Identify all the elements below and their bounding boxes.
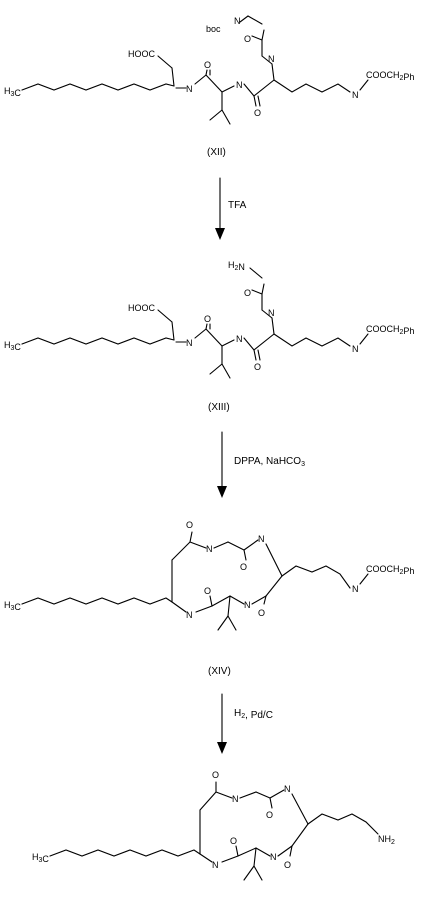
compound-xii-n2-label: N [236, 80, 243, 90]
compound-xiii-nlys-label: N [352, 344, 359, 354]
compound-xii-nlys-label: N [352, 90, 359, 100]
compound-xiii-bonds [21, 267, 369, 379]
compound-xiv-n1-label: N [206, 544, 213, 554]
compound-xiii-n2-label: N [236, 334, 243, 344]
compound-xiv-label: (XIV) [208, 666, 231, 677]
reaction-arrow-3 [217, 693, 227, 754]
compound-xiv-cbz-label: COOCH2Ph [366, 564, 414, 576]
compound-xiv-n2-label: N [186, 610, 193, 620]
compound-final-n2-label: N [212, 860, 219, 870]
compound-xii-cooh-label: HOOC [128, 49, 156, 59]
compound-xiv-o1-label: O [186, 520, 193, 530]
compound-final-n1-label: N [232, 794, 239, 804]
reagent-1-label: TFA [228, 200, 247, 211]
compound-xiv-h3c-label: H3C [4, 600, 21, 612]
compound-xiii-label: (XIII) [208, 402, 230, 413]
compound-final-nh2-label: NH2 [378, 834, 395, 846]
compound-xii-h3c-label: H3C [4, 86, 21, 98]
compound-final: H3C O N N O N O N O NH2 [32, 770, 395, 881]
compound-xiii-o1-label: O [204, 314, 211, 324]
compound-final-nring-label: N [284, 784, 291, 794]
compound-xii-n1-label: N [186, 84, 193, 94]
compound-xiii-o2-label: O [254, 362, 261, 372]
compound-xiv-o2-label: O [204, 586, 211, 596]
compound-xii-o2-label: O [254, 108, 261, 118]
compound-xiii-h2n-label: H2N [228, 260, 245, 272]
compound-xii-n3-label: N [268, 54, 275, 64]
reaction-arrow-2 [217, 431, 227, 498]
compound-xii-label: (XII) [207, 147, 226, 158]
compound-final-ogly-label: O [266, 810, 273, 820]
compound-final-n3-label: N [270, 852, 277, 862]
compound-xii-nboc-label: N [234, 16, 241, 26]
compound-xii-cbz-label: COOCH2Ph [366, 70, 414, 82]
reagent-2-label: DPPA, NaHCO3 [234, 456, 305, 468]
compound-xiv-nlys-label: N [352, 584, 359, 594]
compound-xii-bonds [21, 15, 369, 125]
compound-final-h3c-label: H3C [32, 852, 49, 864]
compound-xiv: H3C O N N O N O N O N COOCH2Ph [4, 520, 414, 631]
compound-final-o3-label: O [284, 860, 291, 870]
compound-xiv-ogly-label: O [240, 562, 247, 572]
reaction-arrow-1 [215, 177, 225, 240]
compound-xiii-cbz-label: COOCH2Ph [366, 324, 414, 336]
compound-xiii-n3-label: N [268, 308, 275, 318]
compound-xiv-bonds [21, 531, 369, 631]
compound-xiv-n3-label: N [244, 600, 251, 610]
compound-final-o1-label: O [212, 770, 219, 780]
compound-xiii-cooh-label: HOOC [128, 303, 156, 313]
compound-xii: H3C HOOC N O N O boc N O N N COOCH2Ph [4, 15, 414, 125]
compound-xiii: H3C HOOC N O N O H2N O N N COOCH2Ph [4, 260, 414, 379]
reagent-3-label: H2, Pd/C [234, 708, 273, 721]
compound-final-o2-label: O [230, 836, 237, 846]
compound-xiv-o3-label: O [258, 608, 265, 618]
compound-xiv-nring-label: N [258, 534, 265, 544]
compound-xii-boc-label: boc [206, 24, 221, 34]
compound-final-bonds [49, 781, 379, 881]
compound-xiii-ogly-label: O [244, 288, 251, 298]
compound-xiii-n1-label: N [186, 338, 193, 348]
compound-xii-o1-label: O [204, 60, 211, 70]
compound-xiii-h3c-label: H3C [4, 340, 21, 352]
compound-xii-ogly-label: O [244, 34, 251, 44]
